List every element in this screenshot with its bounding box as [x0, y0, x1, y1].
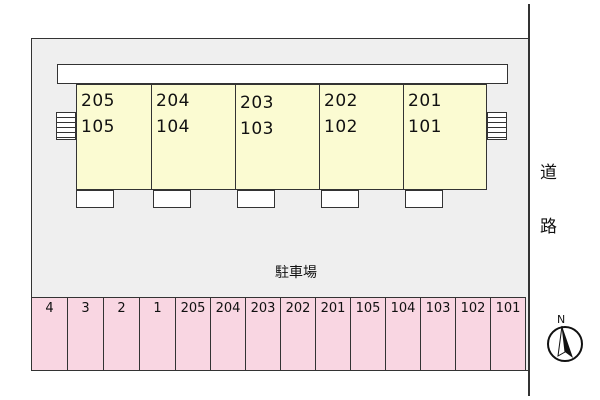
parking-space-label: 2 [117, 301, 126, 316]
parking-space: 104 [385, 297, 420, 371]
parking-space-label: 204 [215, 301, 241, 316]
unit-upper-number: 202 [324, 91, 358, 111]
unit-lower-number: 103 [240, 119, 274, 139]
parking-space: 205 [175, 297, 210, 371]
right-stairs-icon [487, 112, 507, 140]
parking-area-label: 駐車場 [275, 265, 317, 281]
parking-space: 101 [490, 297, 526, 371]
parking-space-label: 1 [153, 301, 162, 316]
balcony [153, 190, 191, 208]
balcony [76, 190, 114, 208]
parking-space: 3 [67, 297, 103, 371]
parking-space: 1 [139, 297, 175, 371]
parking-space-label: 104 [390, 301, 416, 316]
unit-202-102: 202 102 [319, 84, 404, 190]
parking-space-label: 4 [45, 301, 54, 316]
balcony [237, 190, 275, 208]
unit-205-105: 205 105 [76, 84, 152, 190]
parking-space: 204 [210, 297, 245, 371]
parking-space-label: 103 [425, 301, 451, 316]
balcony [405, 190, 443, 208]
unit-203-103: 203 103 [235, 84, 320, 190]
parking-space-label: 101 [495, 301, 521, 316]
balcony [321, 190, 359, 208]
parking-space: 102 [455, 297, 490, 371]
parking-space: 4 [31, 297, 67, 371]
building-corridor-roof [57, 64, 508, 84]
parking-space-label: 201 [320, 301, 346, 316]
unit-upper-number: 204 [156, 91, 190, 111]
parking-space: 202 [280, 297, 315, 371]
unit-upper-number: 203 [240, 93, 274, 113]
parking-space-label: 3 [81, 301, 90, 316]
unit-upper-number: 201 [408, 91, 442, 111]
parking-space: 203 [245, 297, 280, 371]
parking-spaces: 4 3 2 1 205 204 203 202 201 105 104 103 … [31, 297, 530, 371]
parking-space: 201 [315, 297, 350, 371]
unit-201-101: 201 101 [403, 84, 487, 190]
unit-upper-number: 205 [81, 91, 115, 111]
parking-space: 2 [103, 297, 139, 371]
left-stairs-icon [56, 112, 76, 140]
parking-space: 103 [420, 297, 455, 371]
unit-lower-number: 104 [156, 117, 190, 137]
unit-lower-number: 101 [408, 117, 442, 137]
parking-space-label: 105 [355, 301, 381, 316]
road-label-char: 道 [540, 163, 557, 183]
parking-space-label: 102 [460, 301, 486, 316]
unit-lower-number: 102 [324, 117, 358, 137]
unit-lower-number: 105 [81, 117, 115, 137]
parking-space-label: 202 [285, 301, 311, 316]
unit-204-104: 204 104 [151, 84, 236, 190]
road-boundary-line [528, 4, 530, 396]
parking-space-label: 205 [180, 301, 206, 316]
compass-north-label: N [557, 313, 565, 326]
parking-space-label: 203 [250, 301, 276, 316]
parking-space: 105 [350, 297, 385, 371]
road-label-char: 路 [540, 217, 557, 237]
compass-icon: N [544, 312, 590, 366]
